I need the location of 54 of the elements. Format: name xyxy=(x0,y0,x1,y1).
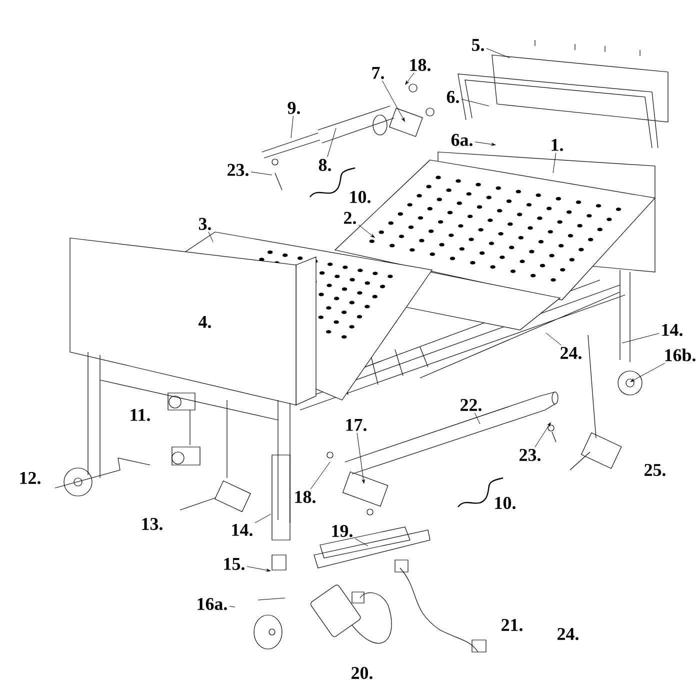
leader-line xyxy=(358,224,375,238)
callout-number: 6. xyxy=(446,90,459,104)
callout-number: 18. xyxy=(410,58,430,72)
leader-line xyxy=(461,98,490,106)
leader-line xyxy=(250,172,272,176)
leader-line xyxy=(327,128,336,158)
callout-number: 24. xyxy=(560,346,582,360)
callout-number: 22. xyxy=(460,398,482,412)
callout-number: 13. xyxy=(142,518,162,530)
leader-line xyxy=(354,538,368,546)
leader-line xyxy=(254,514,272,524)
callout-number: 8. xyxy=(318,158,331,172)
leader-line xyxy=(474,142,496,146)
leader-line xyxy=(405,72,414,85)
callout-number: 21. xyxy=(502,618,522,632)
leader-line xyxy=(246,566,270,572)
callout-number: 5. xyxy=(472,39,484,51)
callout-number: 11. xyxy=(130,408,150,422)
callout-number: 7. xyxy=(372,67,384,79)
callout-number: 23. xyxy=(228,164,248,176)
callout-number: 9. xyxy=(288,102,300,114)
callout-number: 14. xyxy=(232,524,252,536)
leader-line xyxy=(229,606,236,608)
callout-number: 24. xyxy=(558,628,578,640)
leader-line xyxy=(382,80,405,122)
leader-line xyxy=(552,152,556,174)
leader-line xyxy=(546,332,562,346)
callout-number: 14. xyxy=(662,324,682,336)
callout-number: 20. xyxy=(352,666,372,680)
callout-number: 12. xyxy=(20,472,40,484)
leader-line xyxy=(630,362,666,382)
callout-number: 10. xyxy=(350,190,370,204)
callout-number: 4. xyxy=(198,316,211,328)
callout-number: 10. xyxy=(495,496,516,510)
leader-line xyxy=(310,462,330,490)
leader-line xyxy=(208,232,214,242)
leader-line xyxy=(622,333,660,344)
leader-line xyxy=(534,422,551,448)
leader-line xyxy=(356,432,365,484)
callout-number: 1. xyxy=(552,138,563,152)
callout-number: 6a. xyxy=(451,134,472,146)
callout-number: 18. xyxy=(295,490,316,504)
leader-line xyxy=(474,412,480,424)
callout-number: 3. xyxy=(198,218,211,230)
leader-line xyxy=(290,116,294,138)
callout-number: 15. xyxy=(224,558,244,570)
callout-number: 17. xyxy=(346,418,366,432)
callout-number: 19. xyxy=(332,524,352,538)
callout-number: 25. xyxy=(644,464,666,476)
callout-number: 16a. xyxy=(198,598,227,610)
leader-line xyxy=(486,48,510,58)
callout-number: 16b. xyxy=(665,348,696,362)
callout-number: 2. xyxy=(344,212,356,224)
callout-number: 23. xyxy=(520,448,540,462)
